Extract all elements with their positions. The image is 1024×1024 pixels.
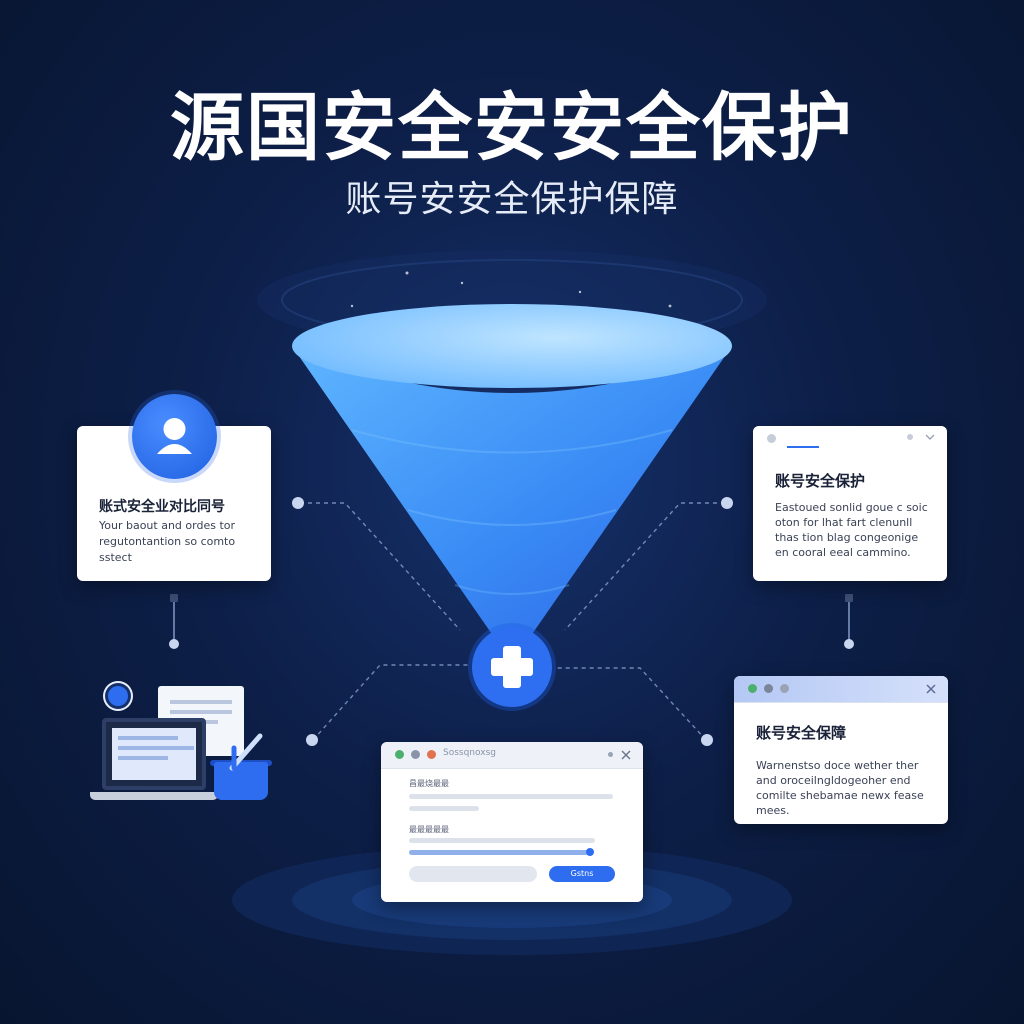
card-rb-title: 账号安全保障 xyxy=(756,724,847,742)
window-dot[interactable] xyxy=(764,684,773,693)
pen-holder-icon xyxy=(214,762,268,800)
form-card-header: Sossqnoxsg xyxy=(381,742,643,769)
window-dot[interactable] xyxy=(411,750,420,759)
card-rt-title: 账号安全保护 xyxy=(775,472,866,490)
card-left-text: Your baout and ordes tor regutontantion … xyxy=(99,519,236,564)
card-rb-text: Warnenstso doce wether ther and oroceiln… xyxy=(756,759,924,817)
form-field-2[interactable] xyxy=(409,838,595,843)
card-rb-header xyxy=(734,676,948,703)
pen-icon xyxy=(229,733,263,771)
form-field-1[interactable] xyxy=(409,794,613,799)
progress-slider[interactable] xyxy=(409,850,589,855)
page-title: 源国安全安安全保护 xyxy=(170,85,854,171)
page-subtitle: 账号安安全保护保障 xyxy=(345,179,679,220)
chevron-down-icon[interactable] xyxy=(925,432,935,442)
close-icon[interactable] xyxy=(926,684,936,694)
minimize-icon[interactable] xyxy=(907,434,913,440)
avatar xyxy=(132,394,217,479)
minimize-icon[interactable] xyxy=(608,752,613,757)
funnel-band-2 xyxy=(407,509,617,526)
primary-button[interactable]: Gstns xyxy=(549,866,615,882)
user-icon xyxy=(157,418,192,454)
window-dot-green[interactable] xyxy=(748,684,757,693)
window-dot-red[interactable] xyxy=(427,750,436,759)
close-icon[interactable] xyxy=(621,750,631,760)
window-dot[interactable] xyxy=(780,684,789,693)
status-dot-icon xyxy=(108,686,128,706)
connectors xyxy=(300,502,725,741)
plus-icon xyxy=(491,646,533,688)
form-label-2: 最最最最最 xyxy=(409,825,449,834)
card-rt-text: Eastoued sonlid goue c soic oton for lha… xyxy=(775,501,928,559)
window-dot xyxy=(767,434,776,443)
laptop-base xyxy=(90,792,218,800)
info-card-right-top: 账号安全保护 Eastoued sonlid goue c soic oton … xyxy=(753,426,947,581)
card-left-title: 账式安全业对比同号 xyxy=(99,499,225,515)
form-field-1b[interactable] xyxy=(409,806,479,811)
funnel-cone xyxy=(292,346,732,645)
connector-dots xyxy=(169,497,854,746)
laptop-icon xyxy=(102,718,206,790)
sparkles xyxy=(350,271,672,308)
funnel-top xyxy=(292,304,732,388)
form-card-head-label: Sossqnoxsg xyxy=(443,748,496,758)
connector-caps xyxy=(170,594,853,602)
form-card: Sossqnoxsg 昌最烧最最 最最最最最 Gstns xyxy=(381,742,643,902)
info-card-right-bottom: 账号安全保障 Warnenstso doce wether ther and o… xyxy=(734,676,948,824)
slider-handle[interactable] xyxy=(586,848,594,856)
form-label-1: 昌最烧最最 xyxy=(409,779,449,788)
funnel-band-1 xyxy=(351,429,673,454)
card-rt-header xyxy=(753,426,947,450)
info-card-left: 账式安全业对比同号 Your baout and ordes tor regut… xyxy=(77,426,271,581)
active-tab-indicator xyxy=(787,446,819,448)
vertical-connectors xyxy=(173,600,850,642)
funnel-band-3 xyxy=(454,584,570,595)
secondary-button[interactable] xyxy=(409,866,537,882)
window-dot-green[interactable] xyxy=(395,750,404,759)
